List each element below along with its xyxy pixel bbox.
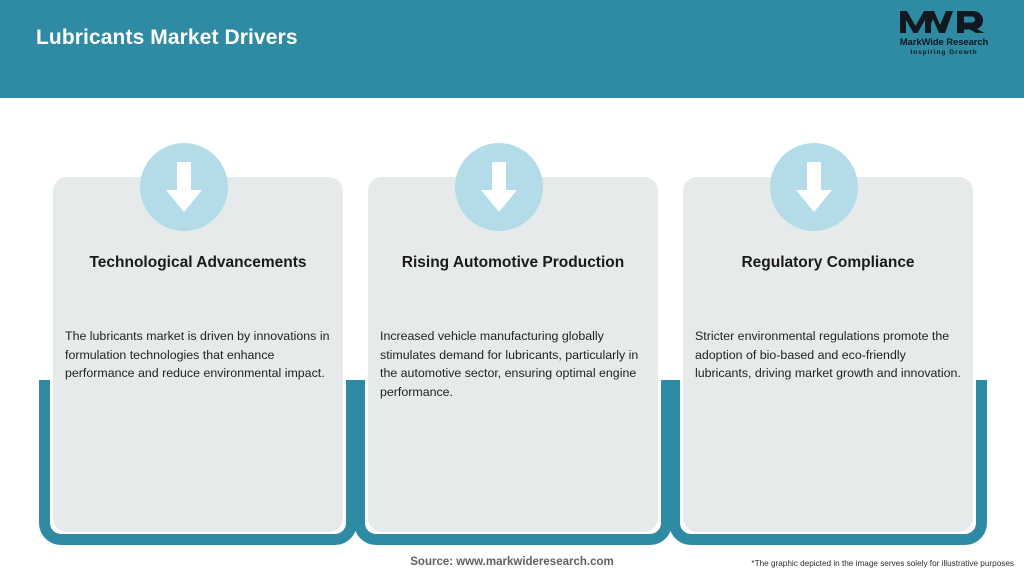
- down-arrow-badge: [140, 143, 228, 231]
- logo-tagline: Inspiring Growth: [910, 49, 978, 56]
- down-arrow-icon: [481, 162, 517, 212]
- page-title: Lubricants Market Drivers: [36, 26, 298, 49]
- card-panel: Technological Advancements The lubricant…: [53, 177, 343, 532]
- header-band: [0, 0, 1024, 98]
- driver-card-1: Technological Advancements The lubricant…: [39, 0, 369, 576]
- card-body: The lubricants market is driven by innov…: [65, 329, 330, 381]
- logo: MarkWide Research Inspiring Growth: [886, 8, 1002, 62]
- card-bracket: [39, 380, 357, 545]
- down-arrow-icon: [166, 162, 202, 212]
- driver-card-2: Rising Automotive Production Increased v…: [354, 0, 684, 576]
- card-title: Technological Advancements: [89, 254, 307, 271]
- card-panel: Regulatory Compliance Stricter environme…: [683, 177, 973, 532]
- card-title: Rising Automotive Production: [401, 254, 625, 271]
- card-title: Regulatory Compliance: [741, 254, 915, 271]
- card-panel: Rising Automotive Production Increased v…: [368, 177, 658, 532]
- mwr-logo-icon: [900, 11, 985, 33]
- down-arrow-icon: [796, 162, 832, 212]
- card-body: Stricter environmental regulations promo…: [695, 329, 961, 381]
- source-note: Source: www.markwideresearch.com: [410, 556, 614, 568]
- card-bracket: [669, 380, 987, 545]
- down-arrow-badge: [770, 143, 858, 231]
- disclaimer-note: *The graphic depicted in the image serve…: [751, 559, 1014, 568]
- card-body: Increased vehicle manufacturing globally…: [380, 329, 639, 399]
- card-bracket: [354, 380, 672, 545]
- down-arrow-badge: [455, 143, 543, 231]
- logo-name: MarkWide Research: [899, 37, 989, 48]
- driver-card-3: Regulatory Compliance Stricter environme…: [669, 0, 999, 576]
